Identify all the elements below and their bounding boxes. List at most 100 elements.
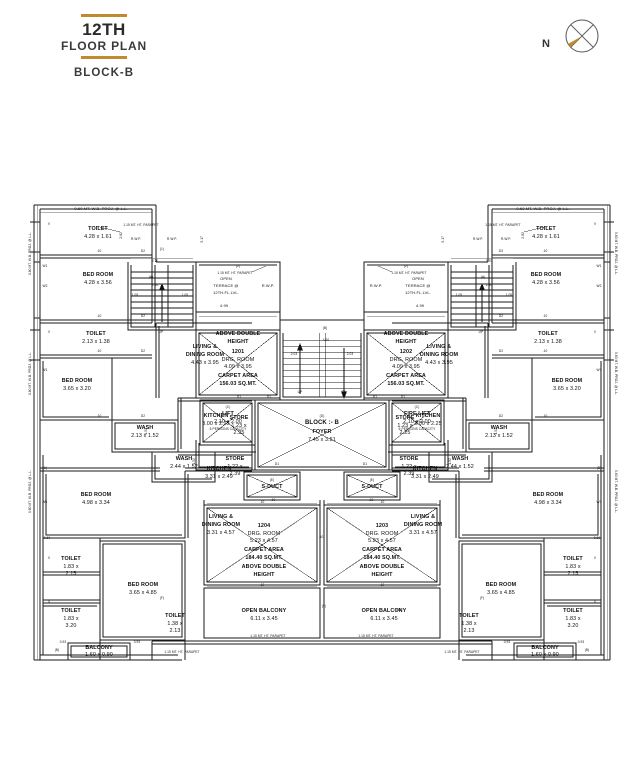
- vent-tag-l4: V: [47, 600, 51, 604]
- stair-up-right: UP: [478, 330, 484, 334]
- door-tag-r4: D2: [498, 314, 504, 318]
- dim-152-right: 1.52: [494, 428, 498, 435]
- dim-bedroom-right-2: 3.65 x 3.20: [553, 386, 581, 392]
- dim-living-right-bot: 3.31 x 4.57: [409, 530, 437, 536]
- block-label: BLOCK-B: [73, 67, 135, 79]
- room-toilet-right-5: TOILET: [459, 613, 479, 619]
- room-bedroom-left-2: BED ROOM: [61, 378, 93, 384]
- title-rule-bottom: [81, 56, 127, 59]
- dim-toilet-left-4: 1.83 x: [63, 616, 79, 622]
- dim-duct-right: .10: [368, 498, 374, 502]
- unit-1203-dim: 5.23 x 4.57: [368, 538, 396, 544]
- dim-060-right: 0.60: [593, 536, 601, 540]
- terrace-left-rwp: R.W.P.: [261, 283, 275, 288]
- dim-bedroom-left-4: 3.65 x 4.85: [129, 590, 157, 596]
- room-bedroom-left-4: BED ROOM: [127, 582, 159, 588]
- dim-store-left-top: 1.23 x: [231, 423, 247, 429]
- dim-u-between: .10: [318, 535, 324, 539]
- dim-toilet-left-top: 4.28 x 1.61: [84, 234, 112, 240]
- terrace-right-line3: 12TH.FL.LVL.: [405, 290, 431, 295]
- edge-note-right-bot: 0.60 MT. W.B. PROJ. @ L.L.: [614, 470, 618, 514]
- note-parapet-right: 1.15 MT. HT. PARAPET: [485, 223, 521, 227]
- stair-dim-left-260: 2.60: [151, 283, 159, 287]
- dim-093-right-b: 0.93: [503, 640, 511, 644]
- win-tag-l1: W1: [42, 264, 48, 268]
- room-bedroom-right-4: BED ROOM: [485, 582, 517, 588]
- room-kitchen-right-bot: KITCHEN: [412, 466, 438, 472]
- title-block: 12TH FLOOR PLAN BLOCK-B: [34, 14, 174, 79]
- dim-center-203a: 2.03: [290, 352, 298, 356]
- stair-dim-right-517: 5.17: [441, 236, 445, 243]
- unit-1202-room: DRG. ROOM: [389, 357, 423, 363]
- dim-store-right-bot-2: 2.39: [403, 471, 415, 477]
- room-living-left-top: LIVING &: [192, 344, 218, 350]
- terrace-left-parapet: 1.15 MT. HT. PARAPET: [217, 271, 253, 275]
- win-tag-r4: W1: [596, 500, 602, 504]
- tag-f-right: (F): [479, 596, 485, 600]
- unit-1202-number: 1202: [399, 349, 413, 355]
- dim-toilet-left-2: 2.13 x 1.38: [82, 339, 110, 345]
- room-toilet-left-5: TOILET: [165, 613, 185, 619]
- dim-store-left-bot-2: 2.39: [229, 471, 241, 477]
- edge-note-right-top: 0.60 MT. W.B. PROJ. @ L.L.: [614, 232, 618, 276]
- stair-dim-right-105b: 1.05: [505, 293, 513, 297]
- terrace-right-parapet: 1.15 MT. HT. PARAPET: [391, 271, 427, 275]
- terrace-left-line1: OPEN: [220, 276, 232, 281]
- lift-left-capacity: 6 PERSONS CAPACITY: [209, 427, 247, 431]
- dim-u1203-top: .10: [379, 500, 385, 504]
- dim-bedroom-right-top: 4.28 x 3.56: [532, 280, 560, 286]
- door-tag-l5: .10: [96, 349, 102, 353]
- core-foyer-dim: 7.45 x 3.51: [308, 437, 336, 443]
- door-tag-core-5: D1: [274, 462, 280, 466]
- stair-dim-right-282: 2.82: [521, 232, 525, 239]
- unit-1203-room: DRG. ROOM: [365, 531, 399, 537]
- room-store-right-top: STORE: [395, 415, 415, 421]
- tag-b-center-top: (B): [322, 326, 328, 330]
- vent-tag-r3: V: [593, 556, 597, 560]
- win-tag-r3: W1: [596, 368, 602, 372]
- unit-1202-dim: 4.09 x 3.95: [392, 364, 420, 370]
- terrace-right-dim: 4.99: [415, 303, 425, 308]
- dim-wash-right-top: 2.13 x 1.52: [485, 433, 513, 439]
- duct-right-name: S-DUCT: [361, 484, 383, 490]
- room-balcony-left: BALCONY: [85, 645, 113, 651]
- room-wash-left-bot: WASH: [175, 456, 193, 462]
- door-tag-r3: .10: [542, 314, 548, 318]
- lift-right-tag: (C): [414, 405, 420, 409]
- room-living-right-bot: LIVING &: [410, 514, 436, 520]
- dim-store-left-top-2: 2.25: [233, 430, 245, 436]
- room-living-right-top: LIVING &: [426, 344, 452, 350]
- door-tag-core-3: D1: [266, 395, 272, 399]
- open-balcony-left-dim: 6.11 x 3.45: [250, 616, 278, 622]
- dim-toilet-right-4b: 3.20: [567, 623, 579, 629]
- room-toilet-left-top: TOILET: [88, 226, 108, 232]
- edge-note-right-mid: 0.60 MT. W.B. PROJ. @ L.L.: [614, 352, 618, 396]
- rwp-left-a: R.W.P.: [130, 237, 142, 241]
- tag-six-left: (6): [42, 466, 48, 470]
- dim-toilet-right-3b: 2.15: [567, 571, 579, 577]
- unit-1204-dim: 5.23 x 4.57: [250, 538, 278, 544]
- dim-093-left-b: 0.93: [133, 640, 141, 644]
- vent-tag-r2: V: [593, 330, 597, 334]
- terrace-left-line3: 12TH.FL.LVL.: [213, 290, 239, 295]
- room-kitchen-left-bot: KITCHEN: [206, 466, 232, 472]
- dim-bedroom-left-top: 4.28 x 3.56: [84, 280, 112, 286]
- vent-tag-l3: V: [47, 556, 51, 560]
- dim-kitchen-left-bot: 3.31 x 2.49: [205, 474, 233, 480]
- dim-395-center: 3.95: [394, 608, 402, 612]
- door-tag-r6: D2: [498, 349, 504, 353]
- door-tag-l6: D2: [140, 349, 146, 353]
- stair-tag-right: (A): [480, 275, 486, 279]
- lift-left-name: LIFT: [222, 411, 234, 417]
- dim-toilet-right-4: 1.83 x: [565, 616, 581, 622]
- stair-dim-left-517: 5.17: [200, 236, 204, 243]
- door-tag-l4: D2: [140, 314, 146, 318]
- stair-dn-center: DN: [341, 390, 347, 394]
- room-bedroom-left-top: BED ROOM: [82, 272, 114, 278]
- edge-note-left-bot: 0.60 MT. W.B. PROJ. @ L.L.: [28, 470, 32, 514]
- edge-note-left-top: 0.60 MT. W.B. PROJ. @ L.L.: [28, 232, 32, 276]
- tag-six-right: (B): [596, 466, 602, 470]
- room-wash-right-top: WASH: [490, 425, 508, 431]
- room-living-left-bot-2: DINING ROOM: [201, 522, 241, 528]
